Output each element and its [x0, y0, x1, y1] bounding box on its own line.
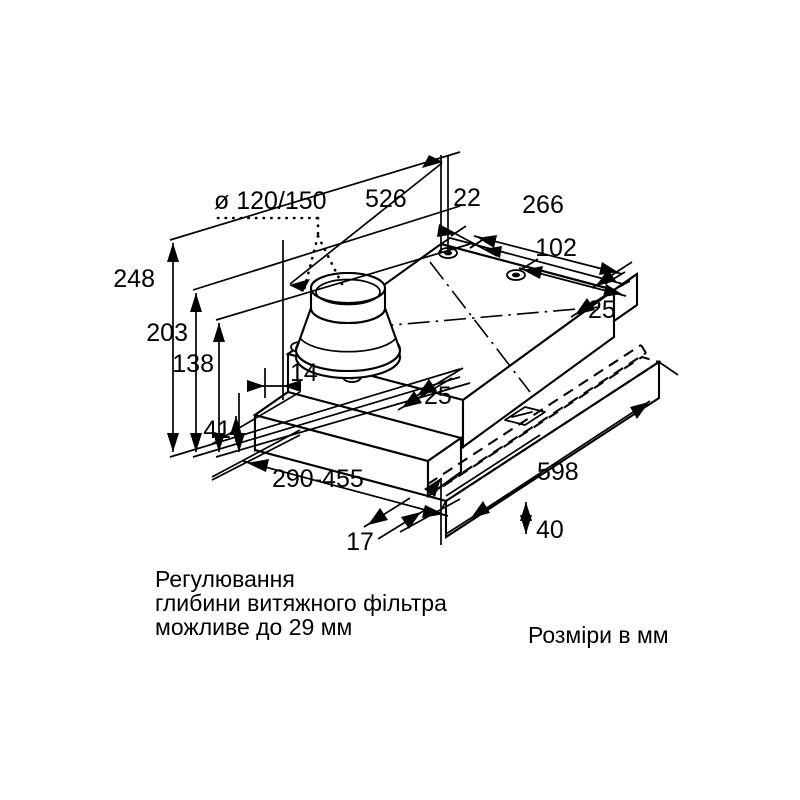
drawer-control-slot-line: [511, 411, 533, 418]
duct-top-rim-outer: [309, 271, 387, 305]
dimension-14-label: 14: [290, 359, 318, 387]
adjustment-note-line-3: можливе до 29 мм: [155, 614, 352, 640]
adjustment-note-line-1: Регулювання: [155, 566, 295, 592]
dimension-598: 598: [440, 361, 679, 520]
dimension-138-label: 138: [172, 350, 214, 378]
dimension-40: 40: [445, 434, 564, 544]
dimension-22: 22: [437, 184, 502, 258]
dimension-290-455-label: 290-455: [272, 465, 364, 493]
dimension-102-label: 102: [535, 234, 577, 262]
dimension-41-label: 41: [203, 416, 231, 444]
dimension-25-right-label: 25: [588, 296, 616, 324]
units-note: Розміри в мм: [528, 622, 669, 648]
dimension-14: 14: [247, 357, 318, 400]
duct-diameter-label: ø 120/150: [214, 187, 327, 215]
drawer-inner-line-2: [427, 344, 642, 485]
adjustment-note-line-2: глибини витяжного фільтра: [155, 590, 447, 616]
dimension-25-right: 25: [570, 282, 626, 324]
front-panel-to-drawer-join: [427, 494, 447, 503]
dimension-25-right-upper-arrow: [591, 261, 633, 289]
mounting-boss-mid: [506, 269, 526, 281]
dimension-266-label: 266: [522, 191, 564, 219]
canopy-back-edge: [440, 242, 615, 292]
duct-top-rim-inner: [315, 278, 381, 306]
dimension-25-front: 25: [397, 367, 464, 411]
dimension-duct-diameter: ø 120/150: [214, 187, 347, 296]
dimension-138: 138: [172, 243, 471, 458]
dimension-17: 17: [346, 497, 426, 556]
drawer-inner-line-end: [640, 344, 647, 354]
hood-assembly: [252, 237, 662, 539]
dimension-248: 248: [113, 151, 461, 458]
drawer-control-slot: [504, 406, 546, 426]
adjustment-note: Регулювання глибини витяжного фільтра мо…: [155, 566, 447, 640]
dimension-526-label: 526: [365, 185, 407, 213]
dimension-203: 203: [146, 205, 461, 458]
dimension-526: 526: [282, 155, 449, 358]
dimension-266: 266: [469, 191, 626, 285]
drawer-inner-line-1: [432, 352, 647, 493]
dimension-22-label: 22: [453, 184, 481, 212]
dimension-25-front-label: 25: [424, 382, 452, 410]
dimension-203-label: 203: [146, 319, 188, 347]
duct-cone-contour: [299, 337, 397, 353]
top-centerline-transverse: [429, 261, 531, 393]
dimension-41: 41: [203, 391, 301, 481]
dimension-598-label: 598: [537, 458, 579, 486]
drawer-front-face: [444, 360, 661, 539]
dimension-17-label: 17: [346, 528, 374, 556]
vertical-reference-line: [424, 155, 442, 545]
dimension-40-label: 40: [536, 516, 564, 544]
canopy-right-face: [461, 287, 616, 450]
dimension-248-label: 248: [113, 265, 155, 293]
